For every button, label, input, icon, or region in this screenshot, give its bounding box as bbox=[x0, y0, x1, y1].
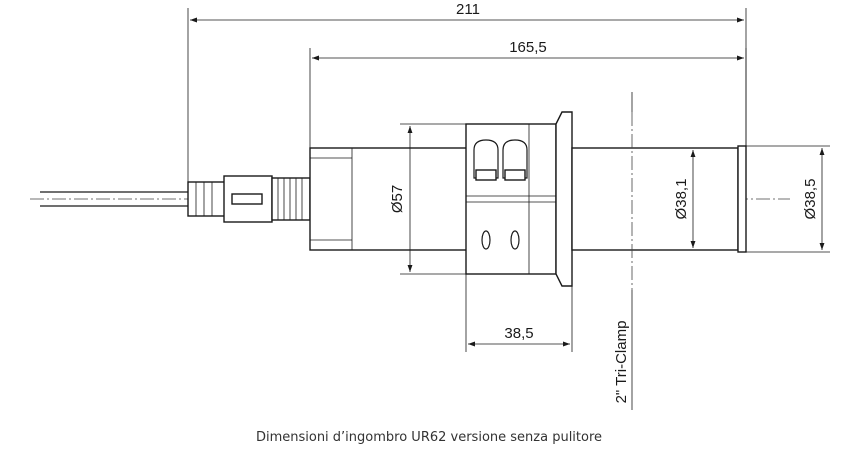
dimension-diameter-housing: Ø57 bbox=[389, 123, 466, 275]
connector bbox=[187, 175, 311, 223]
dimension-overall-length: 211 bbox=[187, 1, 747, 182]
tri-clamp-block bbox=[465, 111, 573, 287]
tri-clamp-label: 2" Tri-Clamp bbox=[613, 321, 630, 404]
dimension-diameter-tube: Ø38,1 bbox=[673, 150, 696, 248]
sensor-tube bbox=[571, 145, 747, 253]
dimension-clamp-width: 38,5 bbox=[465, 274, 573, 352]
dimension-label-overall: 211 bbox=[456, 1, 480, 18]
dimension-label-tube-diameter: Ø38,1 bbox=[673, 179, 690, 220]
figure-caption: Dimensioni d’ingombro UR62 versione senz… bbox=[255, 430, 603, 445]
dimension-label-tip-diameter: Ø38,5 bbox=[802, 179, 819, 220]
dimension-label-housing-diameter: Ø57 bbox=[389, 185, 406, 213]
dimension-label-clamp-width: 38,5 bbox=[504, 325, 533, 342]
dimension-label-body: 165,5 bbox=[509, 39, 547, 56]
cable bbox=[40, 191, 200, 207]
dimension-body-length: 165,5 bbox=[309, 39, 747, 148]
dimension-diameter-tip: Ø38,5 bbox=[746, 145, 830, 253]
tri-clamp-reference: 2" Tri-Clamp bbox=[613, 92, 633, 410]
